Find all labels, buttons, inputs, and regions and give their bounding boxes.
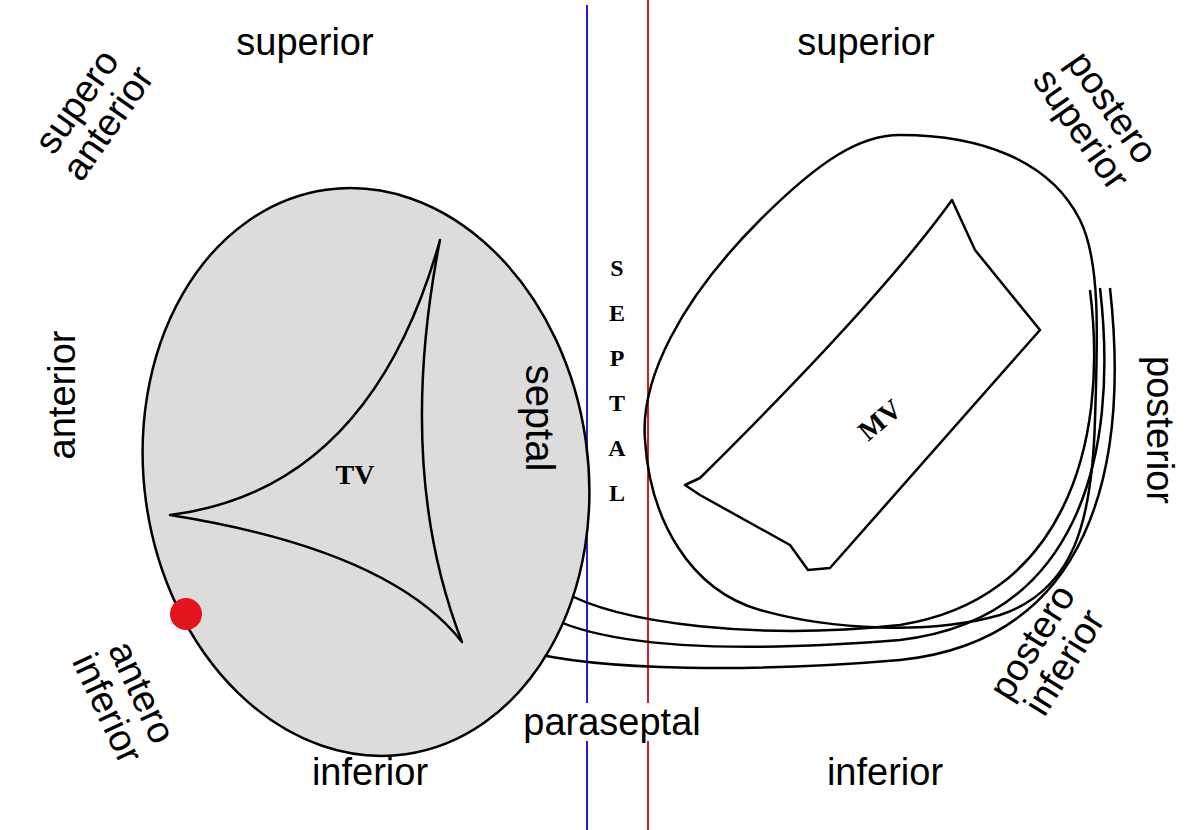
coronary-sinus-line — [560, 290, 1094, 631]
position-label: paraseptal — [519, 703, 704, 741]
coronary-sinus-line — [545, 288, 1104, 647]
region-label-vertical: SEPTAL — [605, 246, 629, 516]
valve-name: MV — [853, 394, 907, 445]
position-label: inferior — [827, 753, 943, 791]
position-label: posterior — [1141, 356, 1179, 504]
position-label: antero inferior — [59, 616, 191, 784]
node-outline — [170, 240, 462, 642]
position-label: superior — [797, 23, 934, 61]
mitral-annulus: MV — [635, 130, 1105, 640]
position-label: superior — [236, 23, 373, 61]
node-outline — [635, 130, 1105, 640]
leaflet-outline — [170, 240, 462, 642]
pathway-marker-dot — [170, 598, 202, 630]
septal-region-label: septal — [520, 365, 560, 472]
position-label: postero superior — [1020, 31, 1174, 206]
tricuspid-annulus: septalTV — [130, 175, 605, 770]
position-label: anterior — [43, 331, 81, 460]
annulus-outline — [106, 159, 625, 785]
valve-name: TV — [336, 461, 375, 489]
position-label: supero anterior — [18, 29, 166, 195]
position-label: inferior — [312, 753, 428, 791]
position-label: postero inferior — [973, 564, 1122, 740]
leaflet-outline — [685, 200, 1040, 570]
tricuspid-valve: TV — [170, 240, 462, 642]
annulus-outline — [645, 135, 1097, 628]
